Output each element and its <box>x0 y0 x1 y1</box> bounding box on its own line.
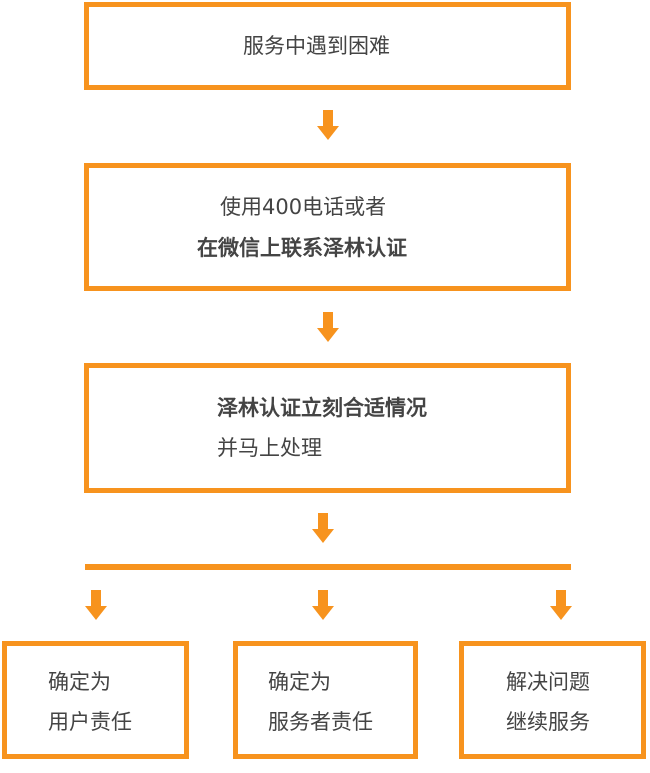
step-box-handling <box>84 363 571 493</box>
outcome-3-line-2: 继续服务 <box>506 710 590 734</box>
down-arrow-icon <box>550 590 572 620</box>
down-arrow-icon <box>317 110 339 140</box>
outcome-1-line-2: 用户责任 <box>48 710 132 734</box>
down-arrow-icon <box>85 590 107 620</box>
outcome-box-provider-responsibility <box>233 641 418 759</box>
step-box-contact <box>84 163 571 291</box>
outcome-1-line-1: 确定为 <box>48 670 111 694</box>
step-3-line-1: 泽林认证立刻合适情况 <box>217 396 427 420</box>
outcome-3-line-1: 解决问题 <box>506 670 590 694</box>
down-arrow-icon <box>312 590 334 620</box>
down-arrow-icon <box>312 513 334 543</box>
outcome-2-line-1: 确定为 <box>268 670 331 694</box>
step-box-difficulty <box>84 2 571 90</box>
step-1-text: 服务中遇到困难 <box>243 34 390 58</box>
step-2-line-2: 在微信上联系泽林认证 <box>197 236 407 260</box>
outcome-box-user-responsibility <box>2 641 189 759</box>
down-arrow-icon <box>317 312 339 342</box>
branch-connector-line <box>85 564 571 570</box>
step-3-line-2: 并马上处理 <box>217 436 322 460</box>
outcome-box-continue-service <box>459 641 646 759</box>
outcome-2-line-2: 服务者责任 <box>268 710 373 734</box>
step-2-line-1: 使用400电话或者 <box>220 195 387 219</box>
